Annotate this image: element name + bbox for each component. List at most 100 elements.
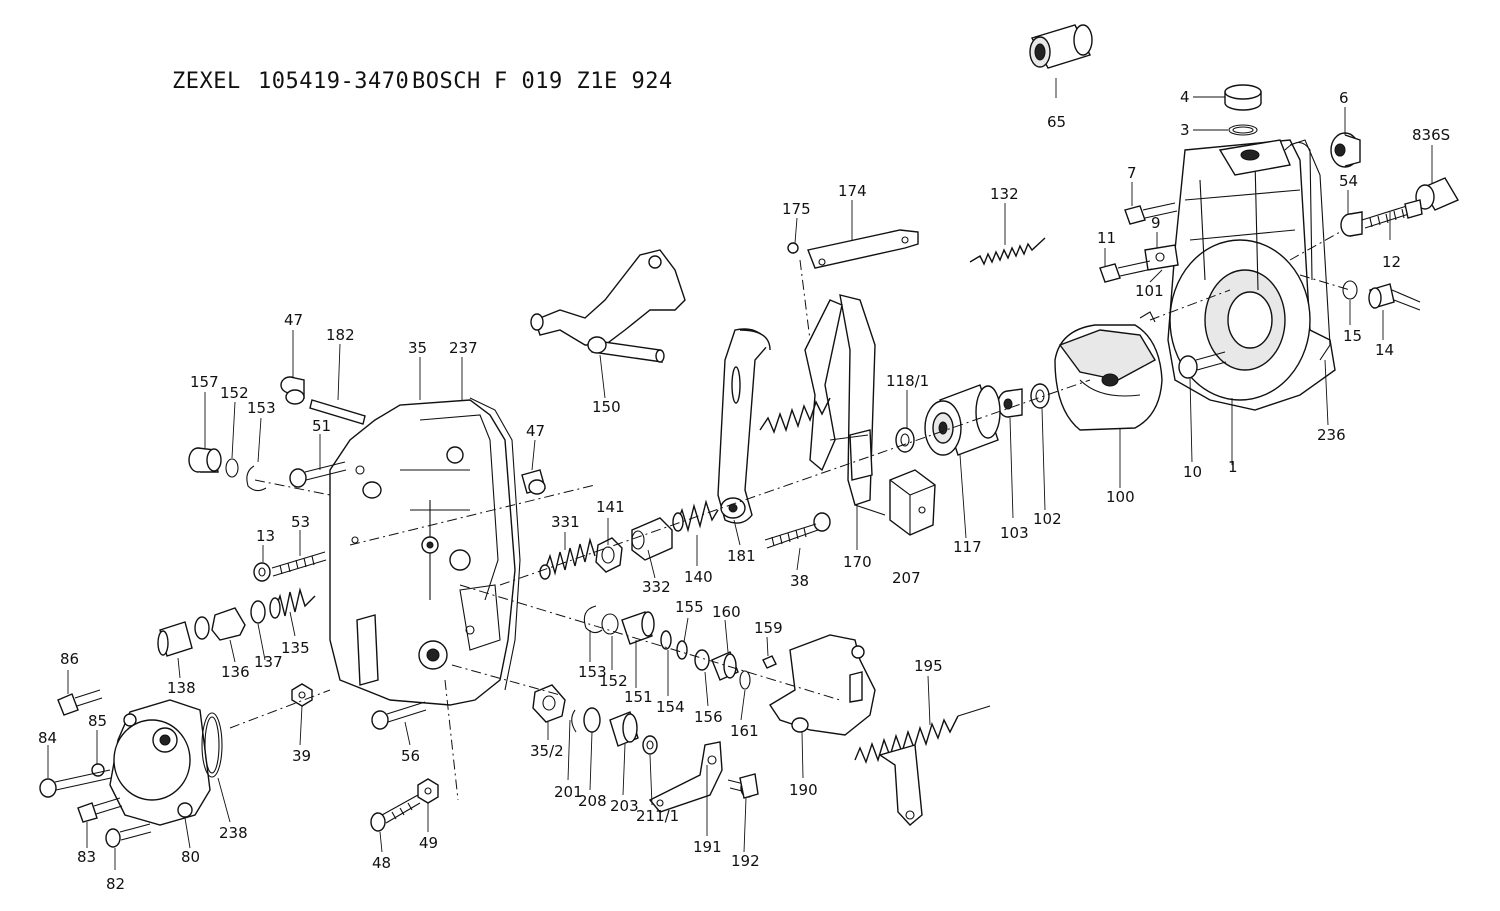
label-part-192: 192	[731, 852, 760, 870]
header-bosch-part-number: F 019 Z1E 924	[494, 69, 673, 94]
label-part-100: 100	[1106, 488, 1135, 506]
label-part-1: 1	[1228, 458, 1238, 476]
bolt-part-83	[77, 797, 123, 823]
label-part-39: 39	[292, 747, 311, 765]
label-part-47-upper: 47	[284, 311, 303, 329]
bolt-part-7	[1124, 202, 1178, 225]
label-part-9: 9	[1151, 214, 1161, 232]
cap-nut-part-138	[157, 621, 193, 657]
label-part-85: 85	[88, 712, 107, 730]
axis-line-153	[254, 479, 331, 496]
label-part-15: 15	[1343, 327, 1362, 345]
label-part-201: 201	[554, 783, 583, 801]
label-part-48: 48	[372, 854, 391, 872]
header-brand-bosch: BOSCH	[412, 69, 481, 94]
label-part-35-2: 35/2	[530, 742, 564, 760]
label-part-161: 161	[730, 722, 759, 740]
label-part-140: 140	[684, 568, 713, 586]
nut-part-49	[417, 778, 439, 804]
washer-part-155	[676, 640, 688, 660]
label-part-181: 181	[727, 547, 756, 565]
label-part-152-lower: 152	[599, 672, 628, 690]
label-part-136: 136	[221, 663, 250, 681]
spacer-part-156	[694, 649, 710, 671]
label-part-84: 84	[38, 729, 57, 747]
bolt-part-82	[105, 823, 152, 848]
cap-nut-part-65	[1029, 24, 1093, 69]
tension-lever-part-170	[839, 294, 886, 516]
screw-part-10	[1178, 351, 1227, 379]
governor-housing-part-1	[1167, 139, 1336, 411]
sleeve-part-103	[997, 388, 1023, 418]
ring-part-161	[739, 670, 751, 690]
label-part-174: 174	[838, 182, 867, 200]
bolt-part-192	[727, 773, 759, 799]
label-part-6: 6	[1339, 89, 1349, 107]
washer-part-137	[250, 600, 266, 624]
nut-part-136	[211, 607, 246, 641]
label-part-13: 13	[256, 527, 275, 545]
bushing-part-54	[1340, 211, 1363, 237]
bushing-part-203	[609, 711, 639, 747]
axis-line-54	[1289, 231, 1341, 261]
label-part-86: 86	[60, 650, 79, 668]
washer-part-136-a	[194, 616, 210, 640]
label-part-82: 82	[106, 875, 125, 893]
washer-part-102	[1030, 383, 1050, 409]
label-part-14: 14	[1375, 341, 1394, 359]
label-part-54: 54	[1339, 172, 1358, 190]
label-part-53: 53	[291, 513, 310, 531]
label-part-11: 11	[1097, 229, 1116, 247]
label-part-118-1: 118/1	[886, 372, 929, 390]
label-part-182: 182	[326, 326, 355, 344]
center-axis-line	[499, 379, 1091, 586]
control-lever-shaft-part-150	[530, 249, 686, 363]
guide-lever-part-181	[717, 328, 771, 524]
cap-part-157	[188, 447, 222, 473]
plug-part-47-right	[521, 469, 546, 495]
nut-part-39	[291, 683, 313, 707]
washer-part-154	[660, 630, 672, 650]
o-ring-part-152-lower	[601, 613, 619, 635]
header-brand-zexel: ZEXEL	[172, 69, 241, 94]
spring-screw-part-140	[672, 499, 719, 533]
label-part-138: 138	[167, 679, 196, 697]
label-part-10: 10	[1183, 463, 1202, 481]
label-part-203: 203	[610, 797, 639, 815]
label-part-157: 157	[190, 373, 219, 391]
label-part-101: 101	[1135, 282, 1164, 300]
plug-part-4	[1224, 84, 1262, 111]
label-part-836S: 836S	[1412, 126, 1450, 144]
ring-part-208	[583, 707, 601, 733]
governor-cover-part-35	[329, 399, 516, 706]
circlip-part-153-upper	[246, 465, 267, 492]
gasket-236	[1289, 139, 1331, 361]
block-part-207	[889, 469, 936, 536]
adjust-screw-part-12	[1361, 199, 1423, 229]
label-part-3: 3	[1180, 121, 1190, 139]
label-part-12: 12	[1382, 253, 1401, 271]
stud-part-53	[271, 551, 327, 577]
label-part-332: 332	[642, 578, 671, 596]
label-part-191: 191	[693, 838, 722, 856]
spring-rod-part-195	[854, 705, 991, 826]
label-part-236: 236	[1317, 426, 1346, 444]
bracket-part-174	[807, 229, 919, 269]
bracket-part-9	[1144, 244, 1179, 271]
label-part-156: 156	[694, 708, 723, 726]
label-part-153-lower: 153	[578, 663, 607, 681]
label-part-135: 135	[281, 639, 310, 657]
label-part-137: 137	[254, 653, 283, 671]
label-part-141: 141	[596, 498, 625, 516]
label-part-103: 103	[1000, 524, 1029, 542]
cap-part-836S	[1415, 177, 1460, 211]
label-part-237: 237	[449, 339, 478, 357]
label-part-49: 49	[419, 834, 438, 852]
axis-line-49	[444, 679, 459, 801]
o-ring-part-238	[201, 712, 223, 778]
label-part-331: 331	[551, 513, 580, 531]
lever-plate-part-191	[648, 741, 723, 813]
o-ring-part-152-upper	[225, 458, 239, 478]
sliding-sleeve-part-117	[924, 384, 1001, 456]
